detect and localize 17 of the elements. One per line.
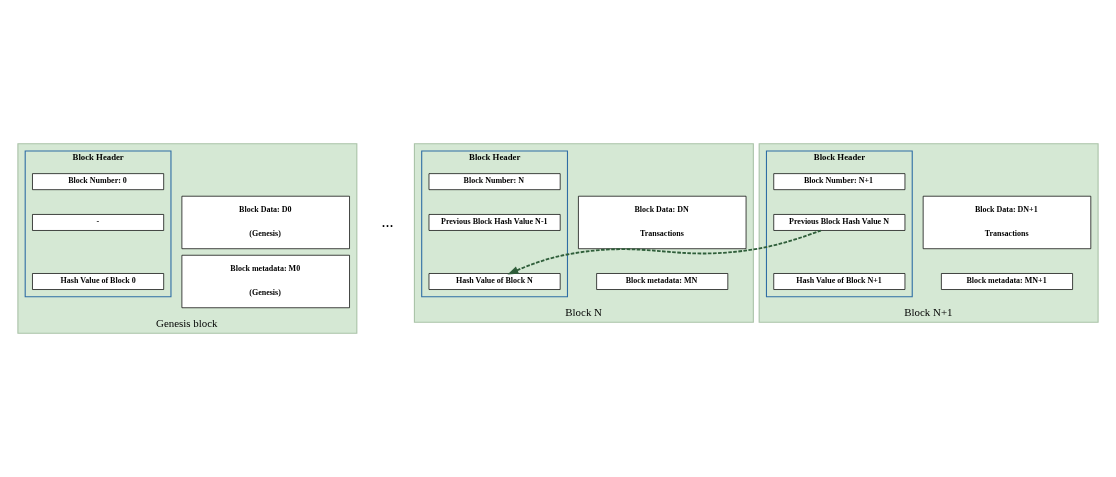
node-box: Hash Value of Block N bbox=[428, 273, 561, 290]
label: ... bbox=[381, 212, 394, 230]
node-box: Hash Value of Block 0 bbox=[32, 273, 165, 290]
node-box: Block Data: D0 (Genesis) bbox=[181, 195, 350, 250]
node-box: Block Data: DN+1 Transactions bbox=[922, 195, 1092, 250]
node-box: Block Number: N bbox=[428, 173, 561, 191]
node-box: Block metadata: MN+1 bbox=[941, 273, 1073, 290]
node-box: Previous Block Hash Value N bbox=[773, 214, 906, 231]
node-box: Previous Block Hash Value N-1 bbox=[428, 214, 561, 231]
node-box: Block metadata: MN bbox=[596, 273, 729, 290]
node-box: Block Data: DN Transactions bbox=[578, 195, 747, 250]
node-box: Hash Value of Block N+1 bbox=[773, 273, 906, 290]
arrow bbox=[507, 229, 822, 275]
node-box: - bbox=[32, 214, 165, 231]
node-box: Block Number: N+1 bbox=[773, 173, 906, 191]
node-box: Block metadata: M0 (Genesis) bbox=[181, 254, 350, 309]
node-box: Block Number: 0 bbox=[32, 173, 165, 191]
